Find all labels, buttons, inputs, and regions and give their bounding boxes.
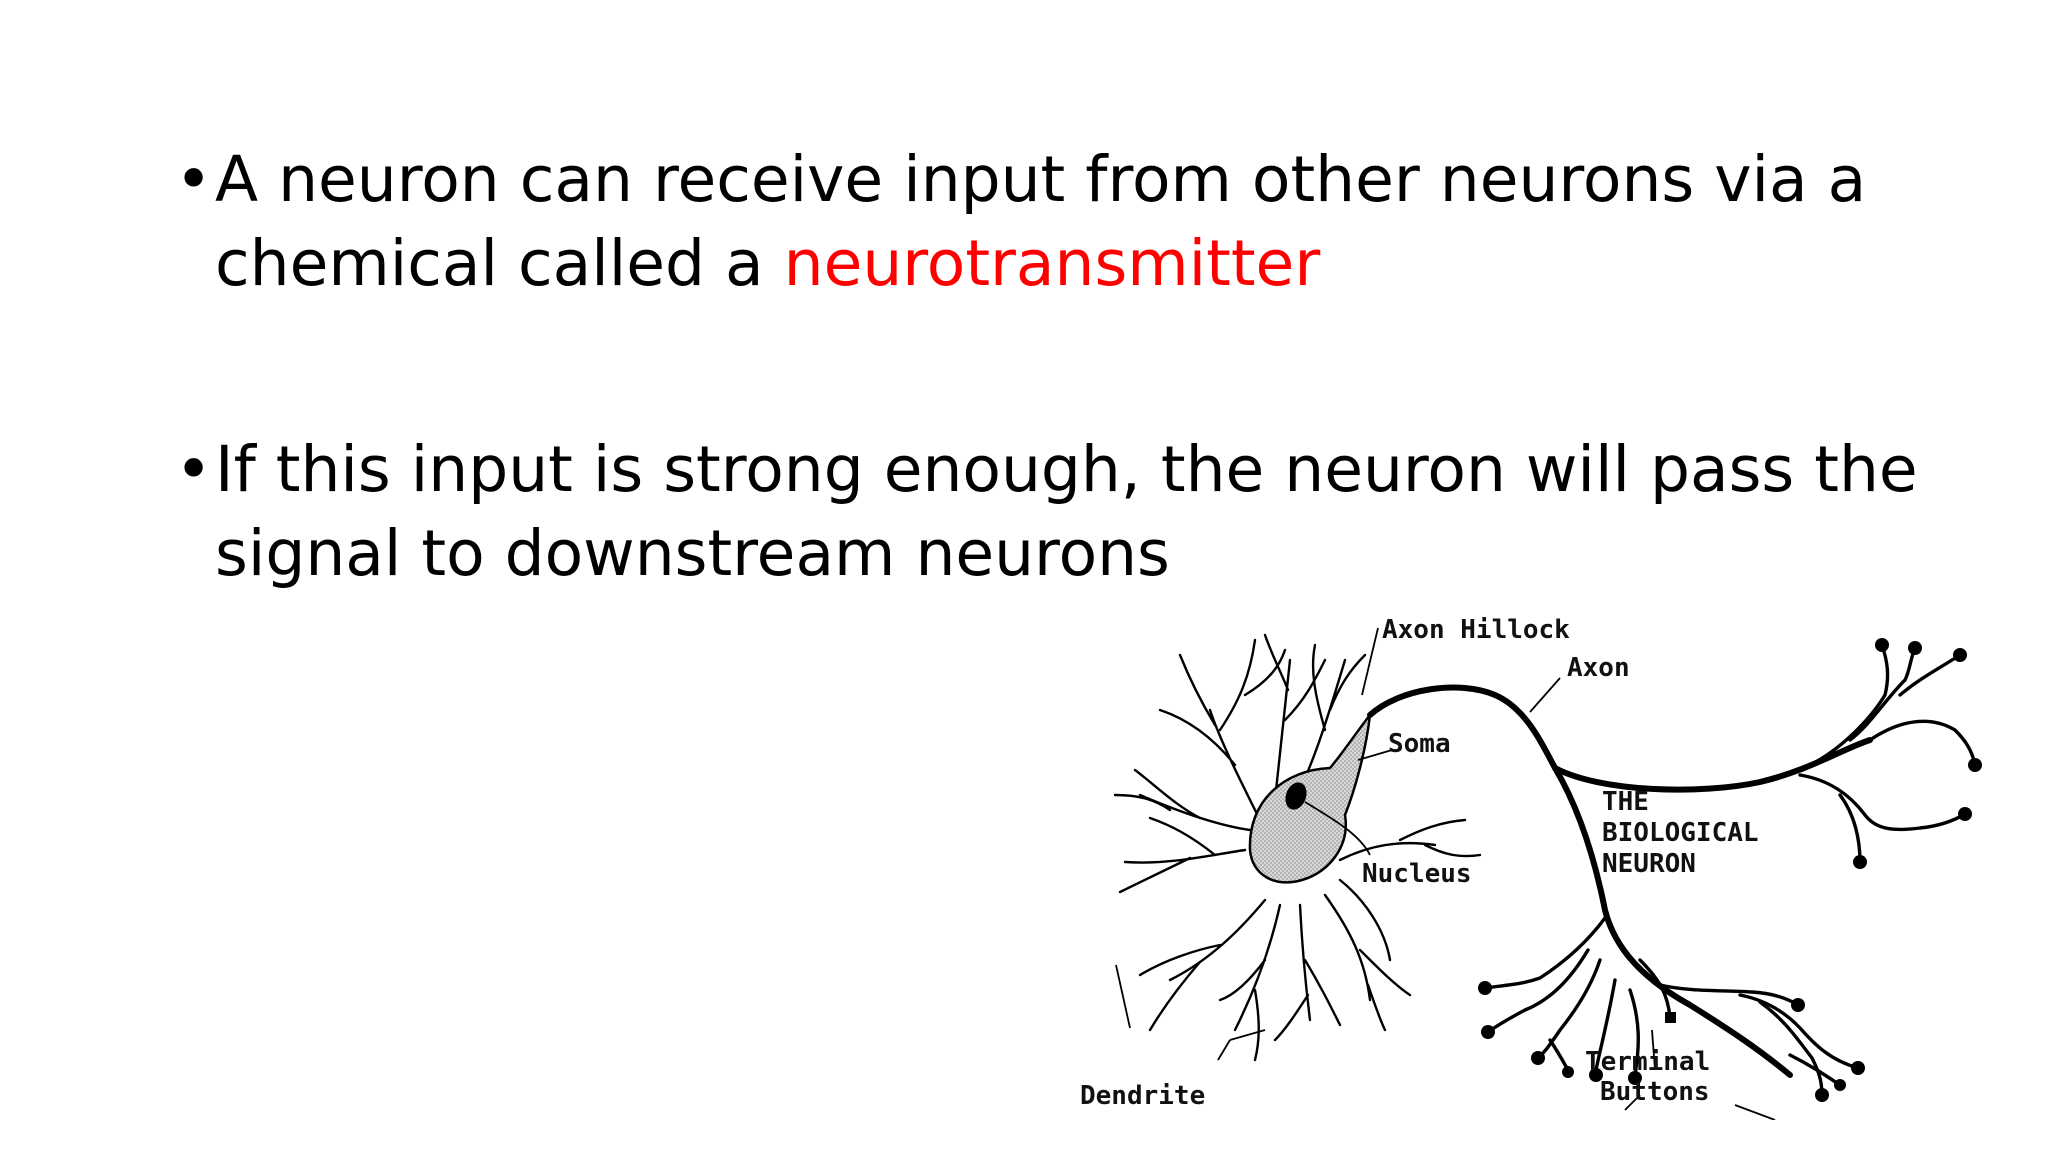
label-terminal-line-2: Buttons bbox=[1600, 1077, 1710, 1107]
label-axon: Axon bbox=[1567, 653, 1630, 683]
bullet-marker: • bbox=[175, 433, 213, 506]
label-nucleus: Nucleus bbox=[1362, 859, 1472, 889]
diagram-title-line-3: NEURON bbox=[1602, 849, 1696, 879]
bullet-text: If this input is strong enough, the neur… bbox=[215, 433, 1918, 590]
label-axon-hillock: Axon Hillock bbox=[1382, 615, 1570, 645]
bullet-item-neurotransmitter: •A neuron can receive input from other n… bbox=[175, 138, 1955, 306]
nucleus bbox=[1285, 782, 1307, 810]
bullet-text: A neuron can receive input from other ne… bbox=[215, 143, 1867, 300]
label-dendrite: Dendrite bbox=[1080, 1081, 1205, 1111]
axon bbox=[1367, 684, 1558, 771]
label-soma: Soma bbox=[1388, 729, 1451, 759]
neuron-diagram-svg: Axon Hillock Axon Soma Nucleus THE BIOLO… bbox=[1080, 615, 1982, 1120]
diagram-title-line-2: BIOLOGICAL bbox=[1602, 818, 1759, 848]
bullet-marker: • bbox=[175, 143, 213, 216]
leader-lines bbox=[1115, 627, 1776, 1120]
bullet-item-signal: •If this input is strong enough, the neu… bbox=[175, 428, 1955, 596]
terminal-buttons bbox=[1478, 638, 1982, 1102]
label-terminal-line-1: Terminal bbox=[1585, 1047, 1710, 1077]
diagram-title-line-1: THE bbox=[1602, 787, 1649, 817]
dendrites bbox=[1113, 633, 1482, 1062]
neuron-diagram: Axon Hillock Axon Soma Nucleus THE BIOLO… bbox=[1040, 600, 2000, 1120]
highlight-neurotransmitter: neurotransmitter bbox=[783, 227, 1321, 300]
soma bbox=[1248, 710, 1372, 884]
bullet-list: •A neuron can receive input from other n… bbox=[175, 138, 1955, 596]
axon-terminals bbox=[1483, 643, 1977, 1097]
